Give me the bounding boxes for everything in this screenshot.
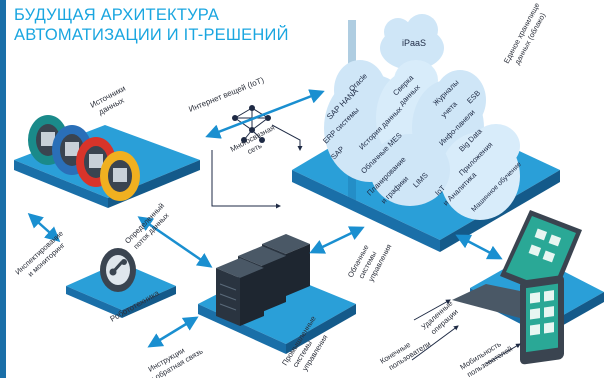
remote-ops-label: Удаленные операции: [419, 299, 460, 337]
inspection-arrow: [27, 213, 61, 242]
cloud-cluster: [324, 60, 520, 220]
defined-flow-arrow: [137, 216, 213, 268]
server-racks: [216, 234, 310, 326]
data-source-rings: [28, 115, 140, 201]
robotics-platform: [66, 248, 176, 318]
unified-storage-label: Единое хранилище данных (облако): [502, 1, 548, 66]
end-users-label: Конечные пользователи: [378, 339, 432, 372]
mesh-to-cloud-line: [271, 124, 303, 151]
mobility-label: Мобильность пользователей: [458, 339, 514, 378]
diagram-title-line1: БУДУЩАЯ АРХИТЕКТУРА: [14, 6, 220, 24]
diagram-title-line2: АВТОМАТИЗАЦИИ И IT-РЕШЕНИЙ: [14, 26, 289, 44]
mesh-to-servers-line: [211, 150, 281, 209]
phone-icon: [520, 275, 564, 365]
data-sources-label: Источники данных: [89, 84, 127, 117]
cloud-systems-label: Облачные системы управления: [346, 243, 394, 283]
inspection-label: Инспектирование и мониторинг: [13, 229, 67, 279]
cloud-devices-arrow: [455, 234, 503, 260]
instructions-arrow: [147, 316, 199, 348]
iot-arrow: [205, 89, 325, 139]
remote-ops-line: [413, 299, 451, 321]
servers-cloud-arrow: [309, 226, 365, 254]
ipaas-label: iPaaS: [402, 38, 426, 48]
defined-flow-label: Определенный поток данных: [123, 201, 171, 251]
end-users-line: [411, 325, 459, 361]
mobility-line: [485, 343, 521, 365]
left-edge-strip: [0, 0, 6, 378]
